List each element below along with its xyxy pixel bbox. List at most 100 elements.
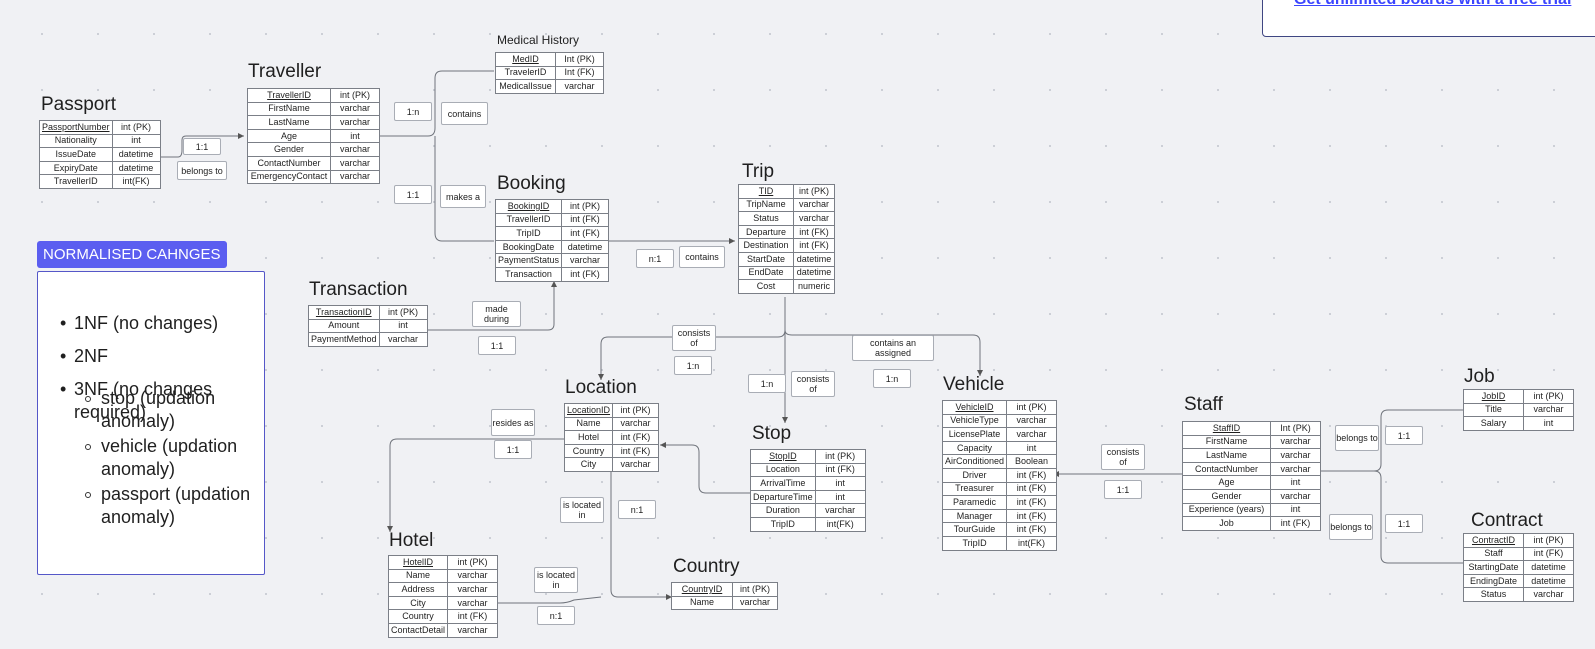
attribute-name: Destination (738, 238, 794, 253)
entity-title-contract[interactable]: Contract (1471, 510, 1543, 531)
entity-title-medical[interactable]: Medical History (497, 33, 580, 47)
attribute-name: EmergencyContact (247, 169, 331, 185)
relationship-label-1to1-job[interactable]: 1:1 (1385, 426, 1423, 445)
relationship-label-1ton-veh[interactable]: 1:n (873, 369, 911, 388)
attribute-name: LicensePlate (941, 427, 1008, 442)
relationship-label-1to1-pass[interactable]: 1:1 (183, 138, 221, 155)
notes-tag[interactable]: NORMALISED CAHNGES (37, 241, 227, 268)
relationship-label-1ton-stop[interactable]: 1:n (748, 374, 786, 393)
relationship-label-nto1-country[interactable]: n:1 (537, 606, 575, 625)
relationship-label-1ton-loc[interactable]: 1:n (674, 356, 712, 375)
attribute-type: varchar (612, 416, 660, 432)
relationship-label-contains-med[interactable]: contains (441, 102, 488, 125)
relationship-label-belongs-pass[interactable]: belongs to (177, 161, 227, 180)
relationship-label-1to1-trans[interactable]: 1:1 (478, 336, 516, 355)
relationship-label-contains-veh[interactable]: contains an assigned (852, 335, 934, 361)
attribute-name: Paramedic (941, 495, 1008, 510)
attribute-type: varchar (732, 595, 778, 611)
entity-title-hotel[interactable]: Hotel (389, 530, 434, 551)
attribute-name: PaymentMethod (308, 332, 380, 347)
relationship-label-1ton-med[interactable]: 1:n (394, 102, 432, 121)
entity-title-trip[interactable]: Trip (742, 161, 775, 182)
entity-title-staff[interactable]: Staff (1184, 394, 1223, 415)
relationship-label-consists-stop[interactable]: consists of (791, 371, 835, 397)
attribute-name: Capacity (941, 440, 1008, 456)
relationship-label-nto1-trip[interactable]: n:1 (636, 249, 674, 268)
attribute-type: int (1270, 475, 1321, 490)
relationship-label-1to1-book[interactable]: 1:1 (394, 185, 432, 204)
entity-title-country[interactable]: Country (673, 556, 740, 577)
relationship-label-consists-loc[interactable]: consists of (672, 325, 716, 351)
relationship-label-belongs-job[interactable]: belongs to (1335, 425, 1379, 451)
entity-title-booking[interactable]: Booking (497, 173, 566, 194)
attribute-name: MedicalIssue (495, 79, 556, 94)
relationship-label-1to1-staff[interactable]: 1:1 (1104, 480, 1142, 499)
relationship-label-located-hotel[interactable]: is located in (534, 567, 578, 593)
relationship-label-located-stop[interactable]: is located in (560, 497, 604, 523)
attribute-type: int(FK) (814, 516, 866, 532)
entity-title-passport[interactable]: Passport (41, 94, 116, 115)
relationship-label-resides[interactable]: resides as (491, 409, 535, 436)
attribute-type: int (330, 128, 380, 144)
attribute-name: IssueDate (39, 147, 113, 162)
attribute-name: City (563, 457, 614, 472)
relationship-label-belongs-contract[interactable]: belongs to (1329, 514, 1373, 540)
relationship-label-made-during[interactable]: made during (472, 301, 521, 327)
attribute-name: Cost (738, 279, 794, 294)
attribute-name: StartingDate (1463, 560, 1524, 575)
entity-title-location[interactable]: Location (565, 377, 637, 398)
relationship-label-1to1-contract[interactable]: 1:1 (1385, 514, 1423, 533)
attribute-type: int (PK) (447, 555, 499, 570)
relationship-label-makes[interactable]: makes a (440, 185, 486, 208)
attribute-type: varchar (793, 197, 835, 213)
relationship-label-nto1-stop[interactable]: n:1 (618, 500, 656, 519)
attribute-type: datetime (793, 265, 835, 281)
attribute-type: varchar (330, 169, 380, 185)
relationship-label-contains-trip[interactable]: contains (679, 246, 725, 268)
entity-title-vehicle[interactable]: Vehicle (943, 374, 1005, 395)
relationship-label-consists-staff[interactable]: consists of (1101, 444, 1145, 470)
free-trial-link[interactable]: Get unlimited boards with a free trial (1294, 0, 1571, 9)
entity-title-transaction[interactable]: Transaction (309, 279, 408, 300)
relationship-label-1to1-hotel[interactable]: 1:1 (494, 440, 532, 459)
entity-title-job[interactable]: Job (1464, 366, 1495, 387)
attribute-type: int(FK) (111, 174, 161, 189)
table-row: Experience (years)int (1182, 502, 1321, 518)
connector-location-country (610, 471, 672, 600)
attribute-type: varchar (1270, 448, 1321, 463)
attribute-type: int (FK) (561, 226, 610, 241)
normalisation-notes[interactable]: 1NF (no changes) 2NF stop (updation anom… (37, 271, 265, 575)
attribute-name: Experience (years) (1182, 502, 1271, 518)
attribute-type: int (814, 489, 866, 505)
attribute-type: int (FK) (1006, 467, 1058, 483)
entity-title-traveller[interactable]: Traveller (248, 61, 322, 82)
entity-title-stop[interactable]: Stop (752, 423, 792, 444)
attribute-type: int (PK) (1523, 533, 1574, 548)
connector-job-staff (1302, 409, 1463, 474)
